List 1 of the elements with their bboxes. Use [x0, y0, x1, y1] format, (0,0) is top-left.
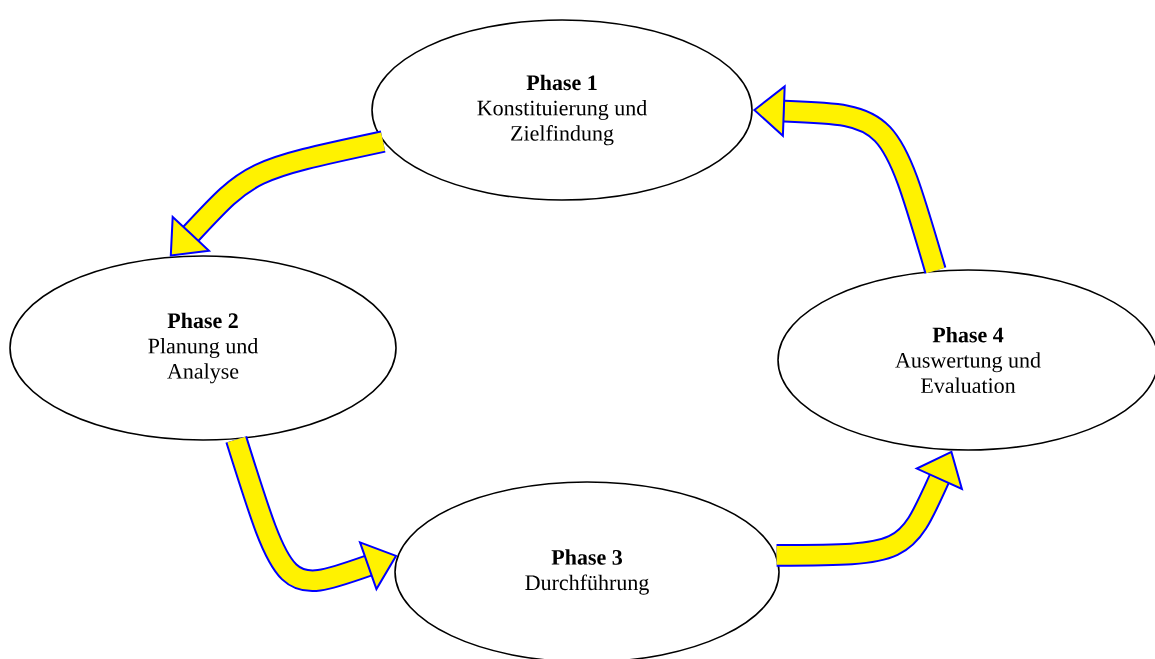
- curved-arrow: [169, 130, 386, 257]
